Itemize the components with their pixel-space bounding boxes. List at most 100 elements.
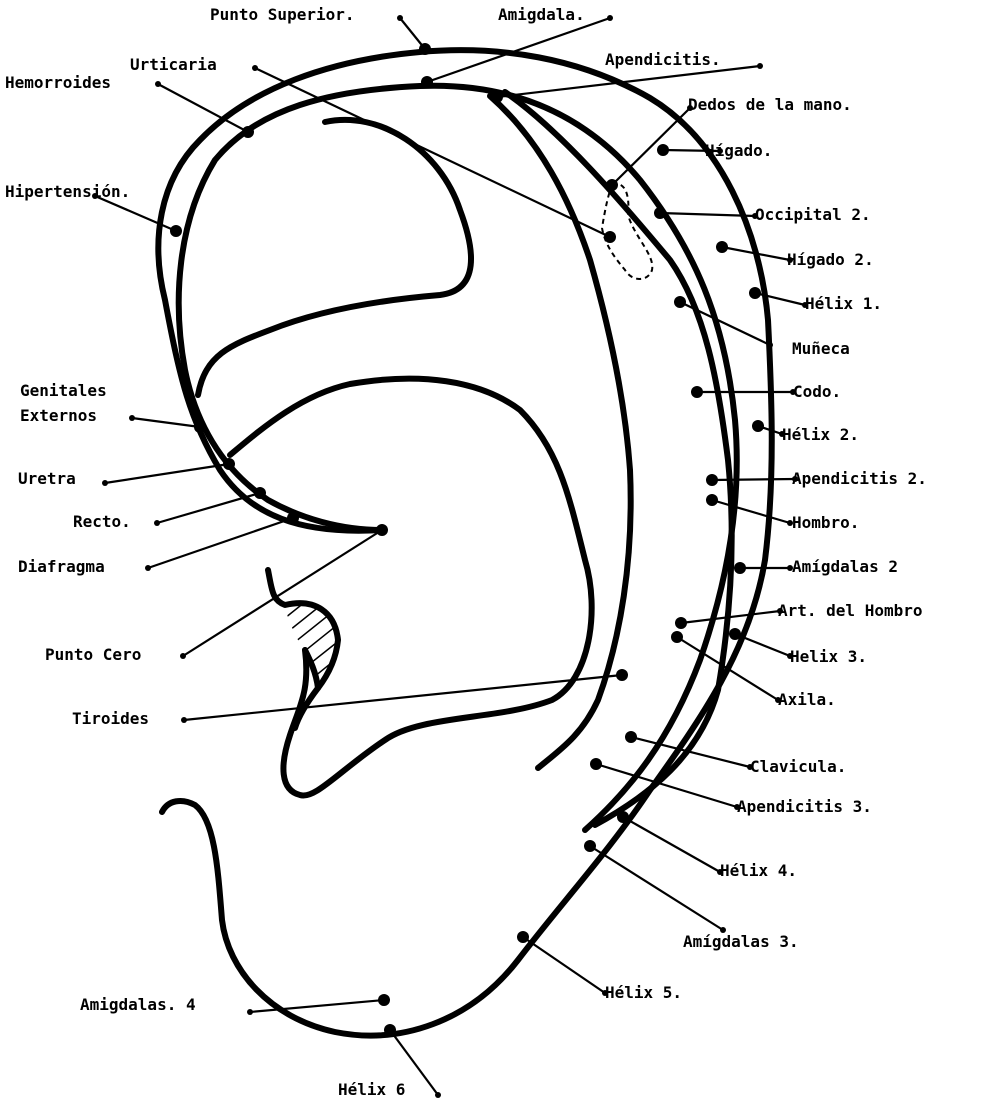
point-axila <box>671 631 683 643</box>
label-diafragma: Diafragma <box>18 557 105 576</box>
leader-apendicitis <box>497 66 760 97</box>
leader-helix-1 <box>755 293 805 305</box>
leader-genitales-externos-2 <box>132 418 200 427</box>
point-diafragma <box>287 512 299 524</box>
label-punto-superior: Punto Superior. <box>210 5 355 24</box>
point-higado <box>657 144 669 156</box>
label-helix-3: Helix 3. <box>790 647 867 666</box>
point-helix-5 <box>517 931 529 943</box>
label-helix-2: Hélix 2. <box>782 425 859 444</box>
leader-diafragma <box>148 518 293 568</box>
point-punto-superior <box>419 43 431 55</box>
leader-end-amigdalas-4 <box>247 1009 253 1015</box>
label-apendicitis-2: Apendicitis 2. <box>792 469 927 488</box>
label-helix-4: Hélix 4. <box>720 861 797 880</box>
label-codo: Codo. <box>793 382 841 401</box>
point-art-del-hombro <box>675 617 687 629</box>
leader-end-recto <box>154 520 160 526</box>
point-uretra <box>223 458 235 470</box>
leader-helix-4 <box>623 817 720 872</box>
leader-end-punto-superior <box>397 15 403 21</box>
leader-end-muneca <box>767 342 773 348</box>
leader-helix-5 <box>523 937 605 993</box>
label-higado-2: Hígado 2. <box>787 250 874 269</box>
point-apendicitis <box>491 91 503 103</box>
label-recto: Recto. <box>73 512 131 531</box>
leader-dedos-de-la-mano <box>612 108 690 185</box>
leader-uretra <box>105 464 229 483</box>
leader-apendicitis-2 <box>712 479 795 480</box>
point-amigdala <box>421 76 433 88</box>
leader-end-apendicitis <box>757 63 763 69</box>
leader-end-diafragma <box>145 565 151 571</box>
leader-urticaria <box>255 68 610 237</box>
point-hemorroides <box>242 126 254 138</box>
label-uretra: Uretra <box>18 469 76 488</box>
point-amigdalas-4 <box>378 994 390 1006</box>
label-muneca: Muñeca <box>792 339 850 358</box>
label-helix-1: Hélix 1. <box>805 294 882 313</box>
label-urticaria: Urticaria <box>130 55 217 74</box>
antihelix-inner-outline <box>505 92 732 825</box>
label-genitales-externos-1: Genitales <box>20 381 107 400</box>
label-genitales-externos-2: Externos <box>20 406 97 425</box>
label-punto-cero: Punto Cero <box>45 645 141 664</box>
label-helix-6: Hélix 6 <box>338 1080 405 1099</box>
leader-end-helix-6 <box>435 1092 441 1098</box>
leader-punto-cero <box>183 530 382 656</box>
leader-helix-3 <box>735 634 790 656</box>
label-apendicitis: Apendicitis. <box>605 50 721 69</box>
point-urticaria <box>604 231 616 243</box>
label-amigdalas-4: Amigdalas. 4 <box>80 995 196 1014</box>
leader-recto <box>157 493 260 523</box>
label-art-del-hombro: Art. del Hombro <box>778 601 923 620</box>
point-hombro <box>706 494 718 506</box>
leader-end-uretra <box>102 480 108 486</box>
leader-end-genitales-externos-2 <box>129 415 135 421</box>
label-helix-5: Hélix 5. <box>605 983 682 1002</box>
point-helix-4 <box>617 811 629 823</box>
point-apendicitis-2 <box>706 474 718 486</box>
point-punto-cero <box>376 524 388 536</box>
antihelix-outline <box>490 96 631 768</box>
label-hemorroides: Hemorroides <box>5 73 111 92</box>
label-amigdala: Amigdala. <box>498 5 585 24</box>
point-muneca <box>674 296 686 308</box>
point-codo <box>691 386 703 398</box>
leader-end-hemorroides <box>155 81 161 87</box>
point-higado-2 <box>716 241 728 253</box>
point-genitales-externos-2 <box>194 421 206 433</box>
point-helix-3 <box>729 628 741 640</box>
leader-hombro <box>712 500 790 523</box>
label-clavicula: Clavicula. <box>750 757 846 776</box>
leader-end-urticaria <box>252 65 258 71</box>
point-apendicitis-3 <box>590 758 602 770</box>
outer-helix-outline <box>158 50 771 1035</box>
label-axila: Axila. <box>778 690 836 709</box>
label-tiroides: Tiroides <box>72 709 149 728</box>
point-helix-1 <box>749 287 761 299</box>
leader-muneca <box>680 302 770 345</box>
point-tiroides <box>616 669 628 681</box>
leader-end-amigdala <box>607 15 613 21</box>
point-hipertension <box>170 225 182 237</box>
point-dedos-de-la-mano <box>606 179 618 191</box>
label-apendicitis-3: Apendicitis 3. <box>737 797 872 816</box>
point-clavicula <box>625 731 637 743</box>
point-helix-6 <box>384 1024 396 1036</box>
point-helix-2 <box>752 420 764 432</box>
label-higado: Hígado. <box>705 141 772 160</box>
label-hombro: Hombro. <box>792 513 859 532</box>
label-hipertension: Hipertensión. <box>5 182 130 201</box>
label-amigdalas-2: Amígdalas 2 <box>792 557 898 576</box>
point-amigdalas-3 <box>584 840 596 852</box>
concha-outline <box>230 379 592 796</box>
point-recto <box>254 487 266 499</box>
triangular-fossa-outline <box>198 120 471 395</box>
label-dedos-de-la-mano: Dedos de la mano. <box>688 95 852 114</box>
point-occipital-2 <box>654 207 666 219</box>
point-amigdalas-2 <box>734 562 746 574</box>
leader-amigdalas-3 <box>590 846 723 930</box>
leader-end-punto-cero <box>180 653 186 659</box>
